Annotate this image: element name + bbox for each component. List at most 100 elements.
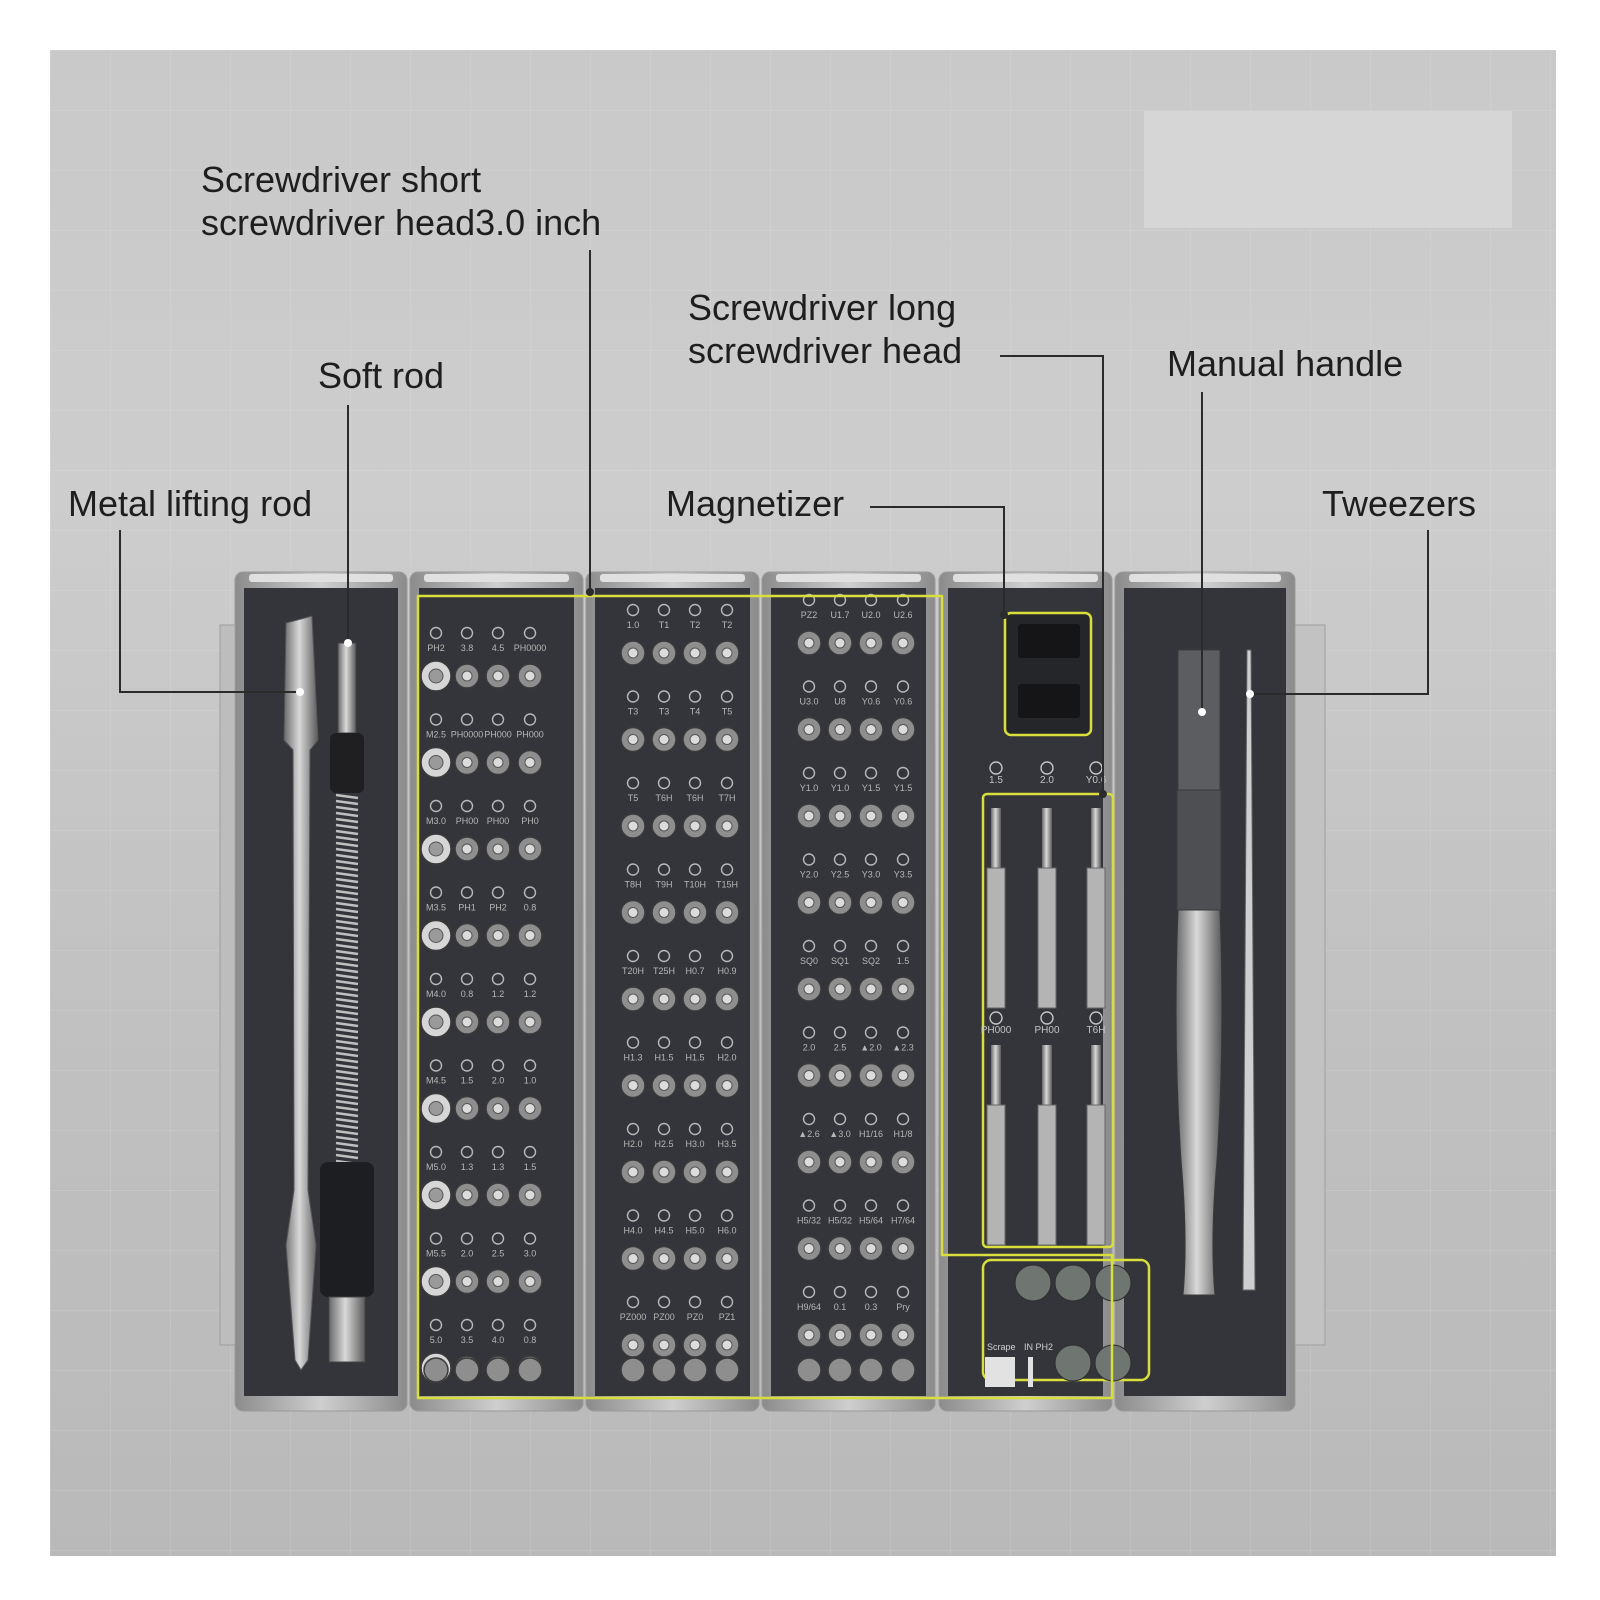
bit-tip xyxy=(721,993,733,1005)
bit-label: T7H xyxy=(718,793,735,803)
bit xyxy=(517,1357,543,1383)
bit-tip xyxy=(461,670,473,682)
label-tweezers: Tweezers xyxy=(1322,483,1477,524)
bit-label: 1.0 xyxy=(524,1076,537,1086)
bit-tip xyxy=(721,820,733,832)
bit-symbol-icon xyxy=(688,603,702,617)
bit-tip xyxy=(721,647,733,659)
bit-label: Y1.5 xyxy=(894,783,913,793)
spring-coil xyxy=(335,1051,359,1058)
bit-tip xyxy=(658,993,670,1005)
bit-label: M4.0 xyxy=(426,989,446,999)
bit-label: H4.0 xyxy=(623,1226,642,1236)
bit-symbol-icon xyxy=(802,593,816,607)
spring-coil xyxy=(335,973,359,980)
spring-coil xyxy=(335,1039,359,1046)
bit-tip xyxy=(803,1329,815,1341)
bit-label: T6H xyxy=(655,793,672,803)
bit-symbol-icon xyxy=(626,863,640,876)
bit-symbol-icon xyxy=(720,1209,734,1222)
magnetizer-slot-top xyxy=(1018,624,1080,658)
bit-label: H2.0 xyxy=(623,1139,642,1149)
spring-coil xyxy=(335,847,359,854)
bit-tip xyxy=(897,1329,909,1341)
bit-tip xyxy=(627,1339,639,1351)
bit-symbol-icon xyxy=(657,1036,671,1049)
long-bit-label-bottom: PH000 xyxy=(981,1025,1012,1036)
bit-tip xyxy=(689,647,701,659)
bit-label: H5/32 xyxy=(828,1216,852,1226)
bit-tip xyxy=(803,637,815,649)
bit-tip xyxy=(689,1253,701,1264)
spring-coil xyxy=(335,1027,359,1034)
label-manual-handle: Manual handle xyxy=(1167,343,1404,384)
bit-symbol-icon xyxy=(626,1122,640,1136)
bit-tip xyxy=(627,1080,639,1091)
bit-symbol-icon xyxy=(657,776,671,790)
bit-symbol-icon xyxy=(491,799,505,813)
bit-tip xyxy=(627,993,639,1005)
bit-tip xyxy=(627,647,639,659)
bit-tip xyxy=(428,841,444,857)
bit-symbol-icon xyxy=(833,1285,847,1299)
bit-symbol-icon xyxy=(688,1122,702,1136)
bit-symbol-icon xyxy=(688,776,702,790)
bit-tip xyxy=(689,1166,701,1178)
bit-tip xyxy=(803,983,815,995)
long-bit-shaft xyxy=(991,1045,1001,1105)
bit-label: M3.0 xyxy=(426,816,446,826)
bit-tip xyxy=(897,1070,909,1081)
bit-symbol-icon xyxy=(429,1059,443,1072)
spring-coil xyxy=(335,853,359,860)
bit-label: 1.3 xyxy=(492,1162,505,1172)
bit-symbol-icon xyxy=(491,1232,505,1245)
bit-label: ▲3.0 xyxy=(829,1129,850,1139)
bit-symbol-icon xyxy=(896,939,910,953)
bit-label: 1.3 xyxy=(461,1162,474,1172)
bit-label: T6H xyxy=(686,793,703,803)
bit-symbol-icon xyxy=(460,1232,474,1245)
bit-symbol-icon xyxy=(864,1199,878,1212)
bit-label: U3.0 xyxy=(799,697,818,707)
bit-tip xyxy=(803,724,815,735)
bit-label: H3.0 xyxy=(685,1139,704,1149)
bit-label: 3.8 xyxy=(461,643,474,653)
bit-symbol-icon xyxy=(896,1026,910,1039)
bit-tip xyxy=(524,757,536,768)
bit-symbol-icon xyxy=(802,1112,816,1126)
bit-label: T5 xyxy=(628,793,639,803)
bit-tip xyxy=(627,1253,639,1264)
bit-tip xyxy=(897,897,909,908)
pin-label: IN PH2 xyxy=(1024,1342,1053,1352)
bit xyxy=(485,1357,511,1383)
blank-banner-box xyxy=(1144,111,1512,228)
bit-tip xyxy=(865,1243,877,1254)
bit-label: H0.9 xyxy=(717,966,736,976)
bit-symbol-icon xyxy=(626,603,640,617)
bit-tip xyxy=(524,1103,536,1114)
bit-symbol-icon xyxy=(429,626,443,640)
bit-tip xyxy=(428,1101,444,1116)
bit-tip xyxy=(803,1243,815,1254)
spring-coil xyxy=(335,1153,359,1160)
long-bit-symbol-icon xyxy=(1040,1011,1054,1025)
spring-coil xyxy=(335,1045,359,1052)
bit-symbol-icon xyxy=(833,766,847,780)
compartment-lip-6 xyxy=(1129,574,1281,582)
bit-label: Y1.0 xyxy=(800,783,819,793)
bit-symbol-icon xyxy=(657,949,671,963)
long-bit-label-bottom: T6H xyxy=(1087,1025,1106,1036)
bit-label: T1 xyxy=(659,620,670,630)
bit-tip xyxy=(865,1329,877,1341)
bit-tip xyxy=(524,843,536,855)
manual-handle-grip xyxy=(1175,909,1223,1296)
bit-symbol-icon xyxy=(864,1026,878,1039)
spring-coil xyxy=(335,901,359,908)
scrape-tool xyxy=(985,1357,1015,1387)
bit-tip xyxy=(721,907,733,918)
spring-coil xyxy=(335,1111,359,1118)
bit-label: H5.0 xyxy=(685,1226,704,1236)
bit xyxy=(651,1357,677,1383)
